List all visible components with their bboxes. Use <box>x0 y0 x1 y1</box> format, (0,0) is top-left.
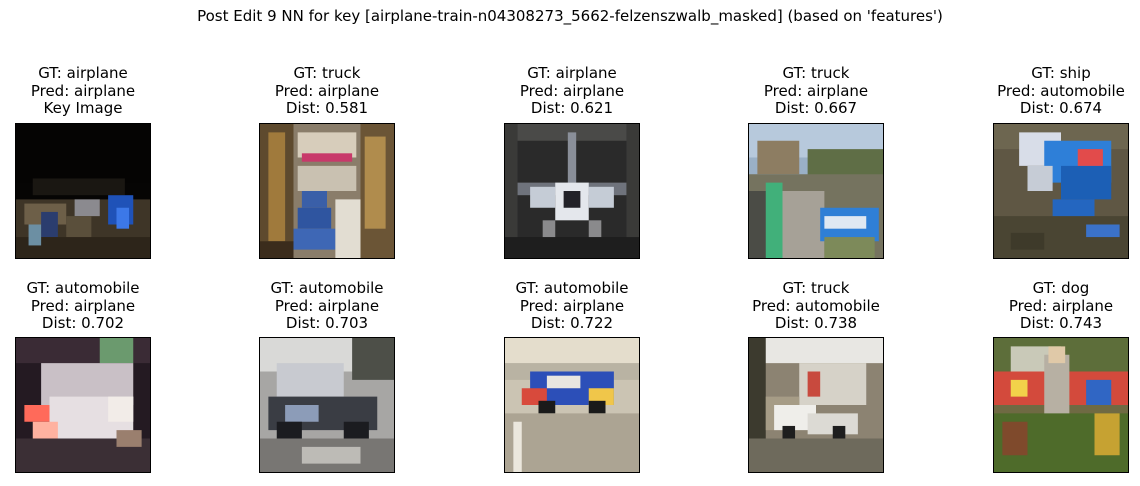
gt-label: GT: automobile <box>26 279 140 297</box>
pred-label: Pred: airplane <box>30 296 136 315</box>
panel-caption: GT: truck Pred: automobile Dist: 0.738 <box>688 279 944 333</box>
panel-caption: GT: automobile Pred: airplane Dist: 0.72… <box>444 279 700 333</box>
thumbnail-neighbor-1 <box>259 123 395 259</box>
distance-label: Dist: 0.702 <box>41 314 125 332</box>
pred-label: Pred: airplane <box>274 296 380 315</box>
distance-label: Dist: 0.667 <box>774 99 858 117</box>
distance-label: Dist: 0.738 <box>774 314 858 332</box>
gt-label: GT: truck <box>782 64 850 82</box>
pred-label: Pred: airplane <box>274 81 380 100</box>
gt-label: GT: truck <box>293 64 361 82</box>
distance-label: Dist: 0.703 <box>285 314 369 332</box>
thumbnail-neighbor-5 <box>15 337 151 473</box>
distance-label: Dist: 0.743 <box>1019 314 1103 332</box>
pred-label: Pred: automobile <box>752 296 880 315</box>
thumbnail-neighbor-6 <box>259 337 395 473</box>
gt-label: GT: airplane <box>527 64 617 82</box>
gt-label: GT: ship <box>1031 64 1091 82</box>
distance-label: Dist: 0.674 <box>1019 99 1103 117</box>
panel-caption: GT: truck Pred: airplane Dist: 0.667 <box>688 64 944 118</box>
figure-title: Post Edit 9 NN for key [airplane-train-n… <box>197 7 943 25</box>
gt-label: GT: automobile <box>515 279 629 297</box>
pred-label: Pred: airplane <box>1008 296 1114 315</box>
thumbnail-key-image <box>15 123 151 259</box>
thumbnail-neighbor-7 <box>504 337 640 473</box>
pred-label: Pred: airplane <box>763 81 869 100</box>
thumbnail-neighbor-8 <box>748 337 884 473</box>
thumbnail-neighbor-2 <box>504 123 640 259</box>
panel-caption: GT: airplane Pred: airplane Dist: 0.621 <box>444 64 700 118</box>
gt-label: GT: truck <box>782 279 850 297</box>
thumbnail-neighbor-9 <box>993 337 1129 473</box>
pred-label: Pred: airplane <box>519 296 625 315</box>
distance-label: Dist: 0.581 <box>285 99 369 117</box>
panel-caption: GT: truck Pred: airplane Dist: 0.581 <box>199 64 455 118</box>
distance-label: Dist: 0.621 <box>530 99 614 117</box>
thumbnail-neighbor-4 <box>993 123 1129 259</box>
panel-caption: GT: dog Pred: airplane Dist: 0.743 <box>933 279 1140 333</box>
pred-label: Pred: airplane <box>30 81 136 100</box>
gt-label: GT: dog <box>1032 279 1090 297</box>
panel-caption: GT: airplane Pred: airplane Key Image <box>0 64 211 118</box>
key-image-label: Key Image <box>43 99 123 117</box>
panel-caption: GT: automobile Pred: airplane Dist: 0.70… <box>0 279 211 333</box>
panel-caption: GT: automobile Pred: airplane Dist: 0.70… <box>199 279 455 333</box>
pred-label: Pred: automobile <box>997 81 1125 100</box>
pred-label: Pred: airplane <box>519 81 625 100</box>
gt-label: GT: airplane <box>38 64 128 82</box>
gt-label: GT: automobile <box>270 279 384 297</box>
distance-label: Dist: 0.722 <box>530 314 614 332</box>
thumbnail-neighbor-3 <box>748 123 884 259</box>
panel-caption: GT: ship Pred: automobile Dist: 0.674 <box>933 64 1140 118</box>
